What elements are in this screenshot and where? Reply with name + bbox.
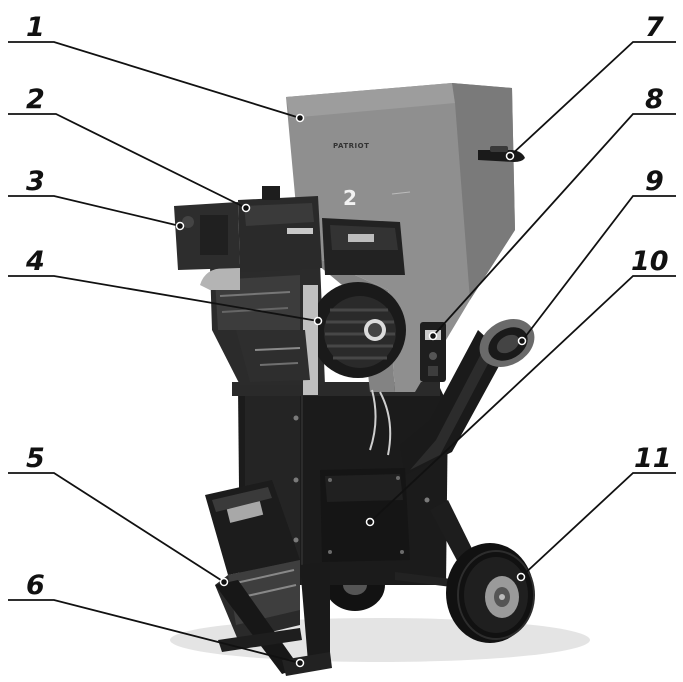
callout-6: 6 <box>26 570 45 601</box>
callout-10: 10 <box>631 246 669 277</box>
leader-line-10 <box>369 275 676 523</box>
callout-11: 11 <box>634 443 672 474</box>
callout-9: 9 <box>645 166 664 197</box>
callout-8: 8 <box>645 84 664 115</box>
leader-line-2 <box>8 113 247 209</box>
wires <box>369 389 392 456</box>
callout-5: 5 <box>26 443 45 474</box>
leader-line-3 <box>8 195 181 227</box>
foot-stand <box>215 580 332 676</box>
leader-line-1 <box>8 41 301 119</box>
leader-line-9 <box>521 195 676 342</box>
leader-line-11 <box>520 472 676 578</box>
callout-3: 3 <box>26 166 45 197</box>
callout-1: 1 <box>26 12 45 43</box>
wood-chipper-illustration: PATRIOT 2 <box>170 83 590 676</box>
engine <box>174 186 406 395</box>
main-wheel <box>446 543 535 643</box>
model-mark: 2 <box>343 186 357 210</box>
discharge-chute <box>400 319 535 475</box>
leader-dots <box>175 113 527 668</box>
leader-line-7 <box>509 41 676 157</box>
brand-label: PATRIOT <box>333 142 369 150</box>
leader-lines <box>8 41 676 664</box>
leader-line-8 <box>432 113 676 337</box>
body-bolts <box>293 415 430 543</box>
callout-2: 2 <box>26 84 45 115</box>
switch-box <box>420 322 446 382</box>
belt-guard <box>320 468 410 562</box>
leader-line-5 <box>8 472 225 583</box>
leader-line-4 <box>8 275 319 322</box>
callout-7: 7 <box>645 12 664 43</box>
callout-4: 4 <box>25 246 45 277</box>
leader-line-6 <box>8 599 301 664</box>
callout-numbers: 1 2 3 4 5 6 7 8 9 10 11 <box>25 12 672 601</box>
